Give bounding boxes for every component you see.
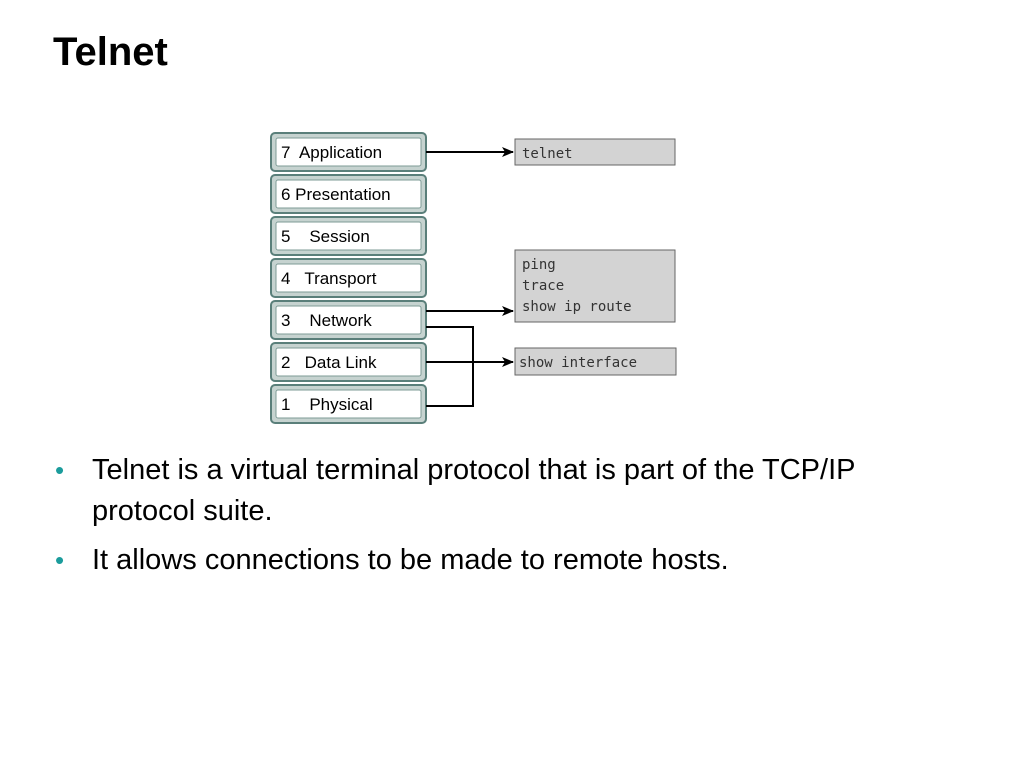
layer-transport: 4 Transport — [270, 258, 427, 298]
bullet-dot-icon: • — [55, 455, 65, 485]
bullet-text: Telnet is a virtual terminal protocol th… — [92, 454, 855, 527]
bullet-text: It allows connections to be made to remo… — [92, 544, 729, 576]
layer-session-label: 5 Session — [281, 227, 370, 246]
slide-title: Telnet — [53, 30, 168, 74]
layer-application-label: 7 Application — [281, 143, 382, 162]
bullet-list: • Telnet is a virtual terminal protocol … — [55, 450, 955, 589]
layer-transport-label: 4 Transport — [281, 269, 377, 288]
layer-presentation-label: 6 Presentation — [281, 185, 391, 204]
layer-presentation: 6 Presentation — [270, 174, 427, 214]
layer-physical: 1 Physical — [270, 384, 427, 424]
command-trace: trace — [522, 278, 564, 294]
layer-session: 5 Session — [270, 216, 427, 256]
command-box-network: ping trace show ip route — [514, 249, 676, 323]
connector-network-bus — [426, 326, 474, 407]
command-box-telnet: telnet — [514, 138, 676, 166]
command-ping: ping — [522, 257, 556, 273]
layer-network: 3 Network — [270, 300, 427, 340]
layer-data-link-label: 2 Data Link — [281, 353, 377, 372]
bullet-item: • It allows connections to be made to re… — [55, 540, 955, 581]
command-show-ip-route: show ip route — [522, 299, 632, 315]
command-show-interface: show interface — [519, 355, 637, 371]
command-box-show-interface: show interface — [514, 347, 677, 376]
layer-application: 7 Application — [270, 132, 427, 172]
bullet-dot-icon: • — [55, 545, 65, 575]
layer-network-label: 3 Network — [281, 311, 372, 330]
command-telnet: telnet — [522, 146, 573, 162]
bullet-item: • Telnet is a virtual terminal protocol … — [55, 450, 955, 532]
layer-data-link: 2 Data Link — [270, 342, 427, 382]
layer-physical-label: 1 Physical — [281, 395, 373, 414]
